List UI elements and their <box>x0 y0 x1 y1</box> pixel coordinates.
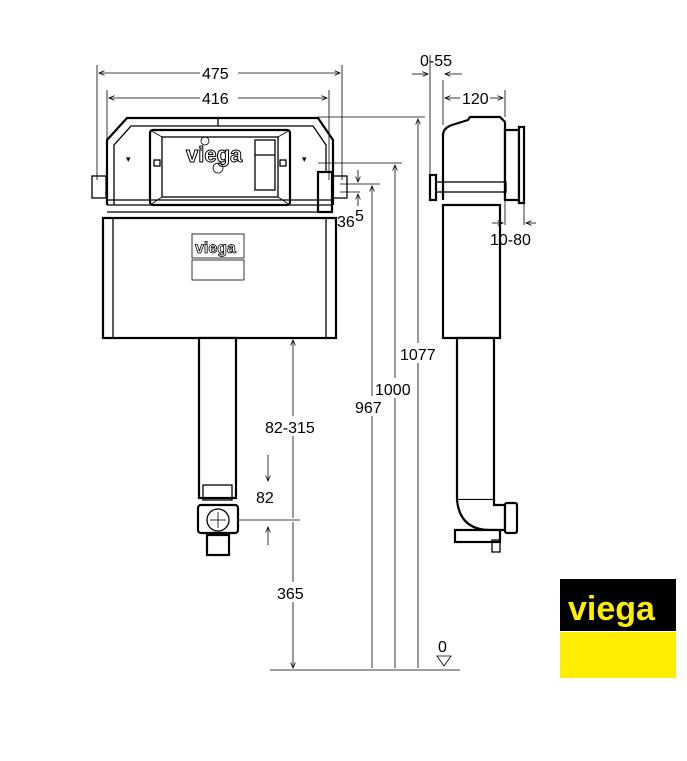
front-view: viega ▾ ▾ viega <box>91 116 348 557</box>
dim-1000: 1000 <box>375 382 411 399</box>
dim-82-315: 82-315 <box>265 420 315 437</box>
side-view: 0-55 120 10-80 <box>412 53 536 553</box>
svg-text:▾: ▾ <box>126 154 131 164</box>
front-dimensions: 475 416 1077 1000 967 82-315 82 365 36 5… <box>96 65 460 671</box>
dim-416: 416 <box>202 91 229 108</box>
brand-logo: viega <box>560 579 676 678</box>
bracket-left <box>91 175 107 199</box>
dim-120: 120 <box>462 91 489 108</box>
dim-967: 967 <box>355 400 382 417</box>
dim-10-80: 10-80 <box>490 232 531 249</box>
outlet-circle <box>206 508 230 532</box>
dim-0: 0 <box>438 639 447 656</box>
dim-1077: 1077 <box>400 347 436 364</box>
cistern-tank <box>101 216 338 340</box>
actuator-ring <box>503 128 521 202</box>
dim-82: 82 <box>256 490 274 507</box>
dim-0-55: 0-55 <box>420 53 452 70</box>
panel-logo: viega <box>186 142 243 167</box>
dim-36: 36 <box>337 214 355 231</box>
bracket-right <box>332 175 348 199</box>
side-tank <box>441 203 502 340</box>
dim-5: 5 <box>355 208 364 225</box>
svg-text:▾: ▾ <box>302 154 307 164</box>
brand-logo-text: viega <box>568 590 656 628</box>
dim-365: 365 <box>277 586 304 603</box>
side-pipe <box>455 336 496 502</box>
tank-logo: viega <box>195 240 236 257</box>
flush-pipe <box>197 336 238 500</box>
dim-475: 475 <box>202 66 229 83</box>
